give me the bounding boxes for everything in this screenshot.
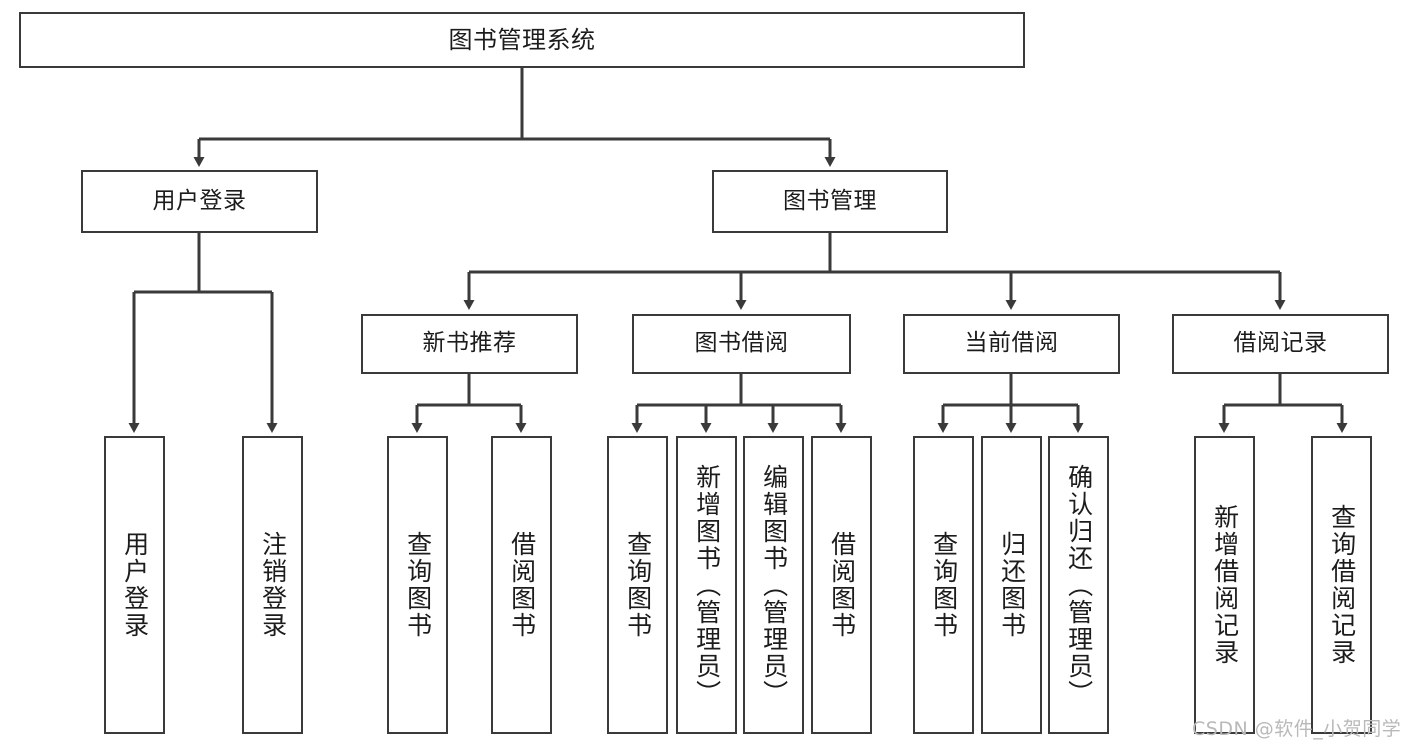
node-leaf-return-book[interactable]: 归还图书 <box>981 436 1042 734</box>
node-leaf-user-login[interactable]: 用户登录 <box>104 436 165 734</box>
node-label: 图书借阅 <box>694 330 789 357</box>
node-label: 当前借阅 <box>964 330 1059 357</box>
node-label: 图书管理系统 <box>448 25 596 54</box>
node-leaf-edit-book-admin[interactable]: 编辑图书（管理员） <box>743 436 804 734</box>
node-leaf-logout-login[interactable]: 注销登录 <box>242 436 303 734</box>
node-label: 确认归还（管理员） <box>1064 463 1094 707</box>
node-label: 新书推荐 <box>422 330 517 357</box>
node-leaf-query-borrow-record[interactable]: 查询借阅记录 <box>1311 436 1372 734</box>
node-leaf-confirm-return-admin[interactable]: 确认归还（管理员） <box>1048 436 1109 734</box>
node-book-management-system[interactable]: 图书管理系统 <box>19 12 1025 68</box>
node-borrow-record[interactable]: 借阅记录 <box>1172 314 1389 374</box>
node-current-borrow[interactable]: 当前借阅 <box>903 314 1120 374</box>
node-label: 借阅记录 <box>1233 330 1328 357</box>
node-label: 用户登录 <box>120 531 150 639</box>
node-label: 查询图书 <box>929 531 959 639</box>
node-label: 查询图书 <box>403 531 433 639</box>
node-label: 归还图书 <box>997 531 1027 639</box>
node-label: 新增图书（管理员） <box>692 463 722 707</box>
node-leaf-borrow-book-2[interactable]: 借阅图书 <box>811 436 872 734</box>
node-label: 查询图书 <box>623 531 653 639</box>
node-label: 编辑图书（管理员） <box>759 463 789 707</box>
node-label: 借阅图书 <box>827 531 857 639</box>
node-leaf-add-borrow-record[interactable]: 新增借阅记录 <box>1194 436 1255 734</box>
node-label: 注销登录 <box>258 531 288 639</box>
csdn-watermark: CSDN @软件_小贺同学 <box>1192 718 1402 740</box>
node-leaf-borrow-book-1[interactable]: 借阅图书 <box>491 436 552 734</box>
node-label: 图书管理 <box>783 187 877 214</box>
node-leaf-query-book-3[interactable]: 查询图书 <box>913 436 974 734</box>
node-book-management[interactable]: 图书管理 <box>712 170 948 233</box>
node-label: 新增借阅记录 <box>1210 504 1240 666</box>
node-label: 查询借阅记录 <box>1327 504 1357 666</box>
node-new-book-recommend[interactable]: 新书推荐 <box>361 314 578 374</box>
node-leaf-add-book-admin[interactable]: 新增图书（管理员） <box>676 436 737 734</box>
node-user-login[interactable]: 用户登录 <box>81 170 318 233</box>
node-label: 用户登录 <box>152 187 247 214</box>
node-leaf-query-book-1[interactable]: 查询图书 <box>387 436 448 734</box>
node-book-borrow[interactable]: 图书借阅 <box>632 314 851 374</box>
node-leaf-query-book-2[interactable]: 查询图书 <box>607 436 668 734</box>
node-label: 借阅图书 <box>507 531 537 639</box>
